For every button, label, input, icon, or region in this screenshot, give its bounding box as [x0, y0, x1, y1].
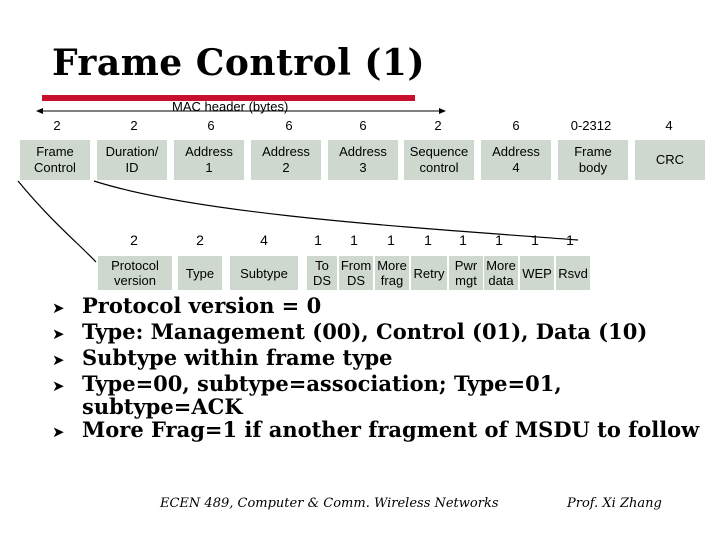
frame-size-duration: 2: [130, 118, 138, 133]
footer-course: ECEN 489, Computer & Comm. Wireless Netw…: [160, 496, 499, 511]
fc-size-type: 2: [196, 232, 204, 248]
fc-size-rsvd: 1: [566, 232, 574, 248]
frame-size-crc: 4: [665, 118, 673, 133]
frame-field-crc: CRC: [635, 140, 705, 180]
frame-field-duration-id: Duration/ID: [97, 140, 167, 180]
fc-size-from-ds: 1: [350, 232, 358, 248]
fc-size-more-frag: 1: [387, 232, 395, 248]
bullet-item: ➤ More Frag=1 if another fragment of MSD…: [52, 417, 700, 442]
arrowhead-bullet-icon: ➤: [52, 377, 65, 395]
frame-size-body: 0-2312: [570, 118, 612, 133]
fc-field-type: Type: [178, 256, 222, 290]
fc-size-protocol-version: 2: [130, 232, 138, 248]
bullet-item: ➤ Protocol version = 0: [52, 293, 322, 318]
arrowhead-bullet-icon: ➤: [52, 351, 65, 369]
frame-size-address4: 6: [512, 118, 520, 133]
fc-size-pwr-mgt: 1: [459, 232, 467, 248]
fc-size-subtype: 4: [260, 232, 268, 248]
title-underline-bar: [42, 95, 415, 101]
arrowhead-bullet-icon: ➤: [52, 325, 65, 343]
fc-size-wep: 1: [531, 232, 539, 248]
bullet-item: ➤ Subtype within frame type: [52, 345, 393, 370]
fc-field-rsvd: Rsvd: [556, 256, 590, 290]
expansion-lines: [17, 180, 579, 263]
fc-field-wep: WEP: [520, 256, 554, 290]
footer-author: Prof. Xi Zhang: [567, 496, 662, 511]
page-title: Frame Control (1): [52, 42, 426, 84]
arrowhead-bullet-icon: ➤: [52, 423, 65, 441]
frame-size-address3: 6: [359, 118, 367, 133]
fc-field-subtype: Subtype: [230, 256, 298, 290]
mac-header-label: MAC header (bytes): [172, 99, 289, 114]
bullet-item: ➤ Type: Management (00), Control (01), D…: [52, 319, 648, 344]
fc-size-retry: 1: [424, 232, 432, 248]
frame-size-address2: 6: [285, 118, 293, 133]
bullet-item: ➤ Type=00, subtype=association; Type=01,…: [52, 371, 562, 419]
arrowhead-bullet-icon: ➤: [52, 299, 65, 317]
frame-size-sequence: 2: [434, 118, 442, 133]
fc-field-retry: Retry: [411, 256, 447, 290]
frame-size-frame-control: 2: [53, 118, 61, 133]
mac-header-arrow: [36, 108, 446, 114]
fc-size-more-data: 1: [495, 232, 503, 248]
bullet-list: ➤ Protocol version = 0 ➤ Type: Managemen…: [52, 294, 712, 444]
frame-size-address1: 6: [207, 118, 215, 133]
fc-size-to-ds: 1: [314, 232, 322, 248]
